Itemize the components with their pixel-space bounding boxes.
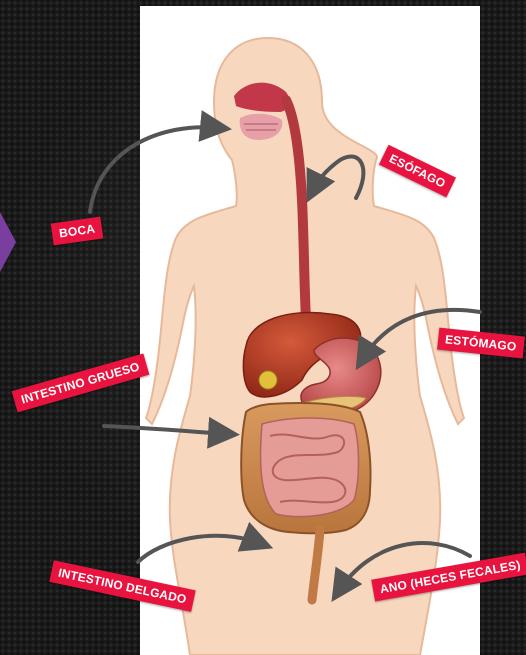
small-intestine-organ [261,418,359,517]
arrow-boca [90,127,220,212]
gallbladder-organ [259,371,277,389]
